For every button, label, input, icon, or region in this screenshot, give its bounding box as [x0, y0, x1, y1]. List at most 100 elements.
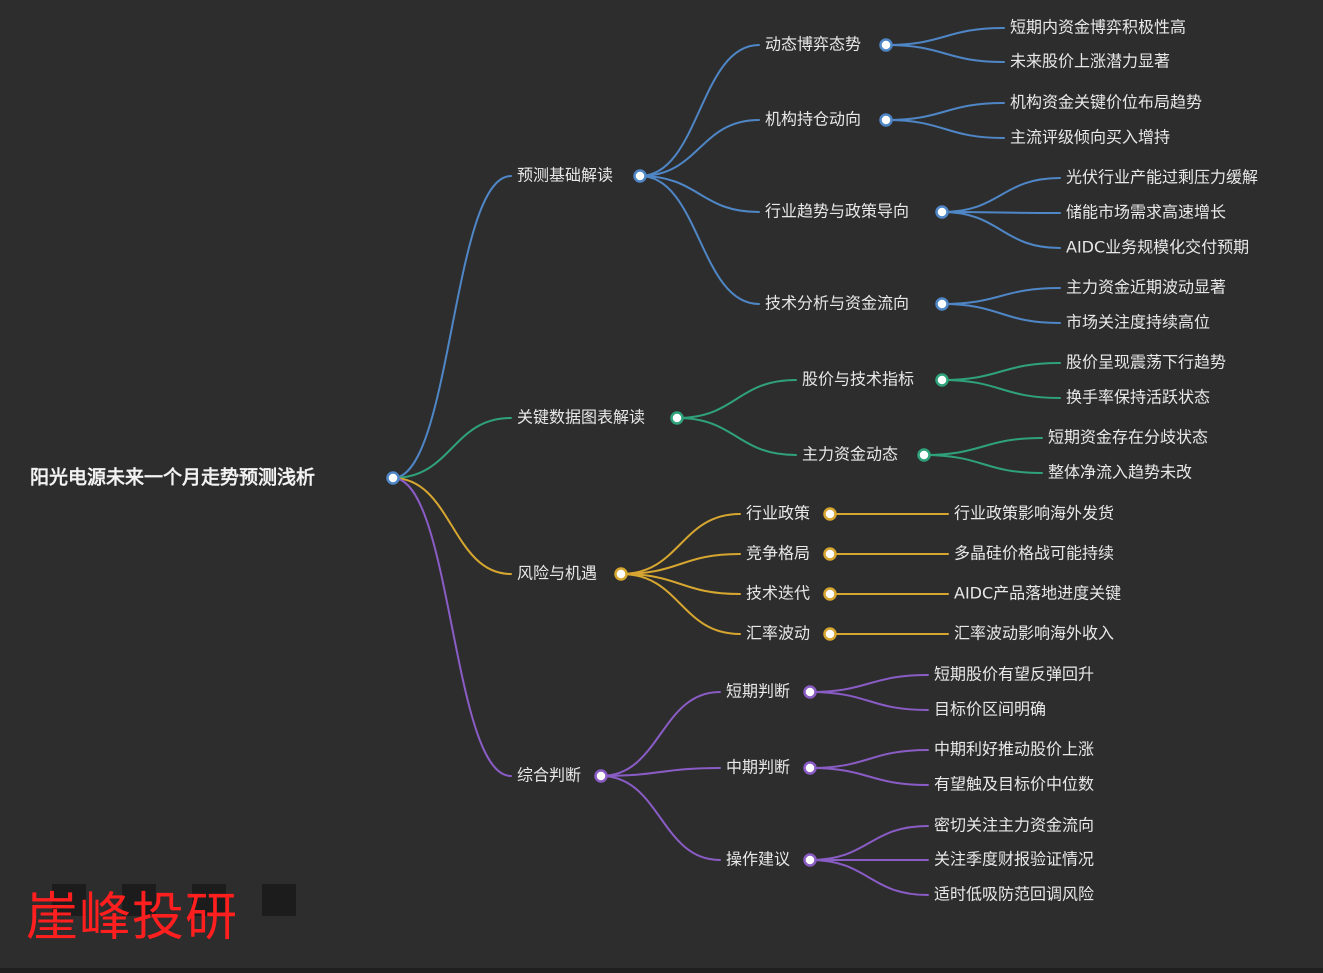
redaction-block: [192, 884, 226, 916]
branch-link: [676, 379, 797, 419]
branch-link: [600, 691, 721, 777]
subtopic-node-dot: [823, 507, 837, 521]
branch-link: [600, 775, 721, 861]
leaf-link: [885, 27, 1005, 46]
leaf-node-label: 主力资金近期波动显著: [1066, 278, 1226, 297]
branch-node-dot: [614, 567, 628, 581]
subtopic-node-dot: [823, 547, 837, 561]
leaf-node-label: 中期利好推动股价上涨: [934, 740, 1094, 759]
root-branch-link: [392, 175, 512, 479]
subtopic-node-dot: [803, 761, 817, 775]
branch-node-label: 关键数据图表解读: [517, 408, 645, 427]
leaf-node-label: 机构资金关键价位布局趋势: [1010, 93, 1202, 112]
leaf-link: [809, 767, 929, 786]
leaf-link: [941, 362, 1061, 381]
leaf-node-label: 储能市场需求高速增长: [1066, 203, 1226, 222]
root-node-label: 阳光电源未来一个月走势预测浅析: [30, 466, 315, 489]
branch-link: [676, 417, 797, 456]
subtopic-node-dot: [879, 113, 893, 127]
redaction-block: [262, 884, 296, 916]
leaf-node-label: 未来股价上涨潜力显著: [1010, 52, 1170, 71]
branch-node-label: 综合判断: [517, 766, 581, 785]
leaf-node-label: 整体净流入趋势未改: [1048, 463, 1192, 482]
leaf-link: [809, 749, 929, 769]
redaction-block: [122, 884, 156, 916]
subtopic-node-dot: [935, 205, 949, 219]
branch-node-label: 风险与机遇: [517, 564, 597, 583]
leaf-node-label: 短期内资金博弈积极性高: [1010, 18, 1186, 37]
leaf-node-label: 目标价区间明确: [934, 700, 1046, 719]
branch-node-dot: [594, 769, 608, 783]
leaf-node-label: 多晶硅价格战可能持续: [954, 544, 1114, 563]
leaf-node-label: 光伏行业产能过剩压力缓解: [1066, 168, 1258, 187]
leaf-link: [941, 287, 1061, 305]
leaf-node-label: 适时低吸防范回调风险: [934, 885, 1094, 904]
leaf-link: [923, 437, 1043, 456]
subtopic-node-label: 主力资金动态: [802, 445, 898, 464]
subtopic-node-label: 行业趋势与政策导向: [765, 202, 909, 221]
leaf-node-label: 汇率波动影响海外收入: [954, 624, 1114, 643]
subtopic-node-dot: [823, 587, 837, 601]
subtopic-node-label: 股价与技术指标: [802, 370, 914, 389]
subtopic-node-dot: [935, 297, 949, 311]
leaf-link: [809, 825, 929, 861]
watermark-logo: 崖峰投研: [26, 888, 239, 948]
subtopic-node-label: 中期判断: [726, 758, 790, 777]
subtopic-node-label: 汇率波动: [746, 624, 810, 643]
subtopic-node-dot: [823, 627, 837, 641]
leaf-node-label: 密切关注主力资金流向: [934, 816, 1094, 835]
leaf-link: [885, 119, 1005, 139]
subtopic-node-dot: [803, 685, 817, 699]
branch-link: [620, 513, 741, 575]
branch-node-dot: [633, 169, 647, 183]
branch-link: [620, 573, 741, 635]
leaf-link: [941, 177, 1061, 213]
branch-link: [620, 573, 741, 595]
leaf-link: [885, 102, 1005, 121]
subtopic-node-label: 操作建议: [726, 850, 790, 869]
root-branch-link: [392, 477, 512, 777]
subtopic-node-label: 技术迭代: [746, 584, 810, 603]
leaf-link: [941, 379, 1061, 399]
leaf-link: [885, 44, 1005, 63]
leaf-node-label: AIDC产品落地进度关键: [954, 584, 1121, 603]
subtopic-node-dot: [879, 38, 893, 52]
subtopic-node-label: 动态博弈态势: [765, 35, 861, 54]
branch-link: [639, 119, 760, 177]
subtopic-node-dot: [935, 373, 949, 387]
subtopic-node-label: 行业政策: [746, 504, 810, 523]
bottom-bar: [0, 968, 1323, 973]
subtopic-node-label: 技术分析与资金流向: [765, 294, 909, 313]
subtopic-node-label: 机构持仓动向: [765, 110, 861, 129]
leaf-node-label: 主流评级倾向买入增持: [1010, 128, 1170, 147]
redaction-block: [52, 884, 86, 916]
leaf-node-label: 行业政策影响海外发货: [954, 504, 1114, 523]
leaf-node-label: 关注季度财报验证情况: [934, 850, 1094, 869]
leaf-link: [809, 691, 929, 711]
root-node-dot: [386, 471, 400, 485]
leaf-link: [941, 211, 1061, 214]
branch-link: [620, 553, 741, 575]
branch-link: [639, 44, 760, 177]
leaf-link: [941, 211, 1061, 249]
branch-link: [639, 175, 760, 213]
root-branch-link: [392, 417, 512, 479]
leaf-link: [809, 674, 929, 693]
leaf-node-label: 有望触及目标价中位数: [934, 775, 1094, 794]
branch-node-dot: [670, 411, 684, 425]
subtopic-node-label: 短期判断: [726, 682, 790, 701]
root-branch-link: [392, 477, 512, 575]
leaf-node-label: 股价呈现震荡下行趋势: [1066, 353, 1226, 372]
branch-link: [639, 175, 760, 305]
leaf-node-label: 短期股价有望反弹回升: [934, 665, 1094, 684]
branch-node-label: 预测基础解读: [517, 166, 613, 185]
leaf-link: [809, 859, 929, 896]
subtopic-node-label: 竞争格局: [746, 544, 810, 563]
subtopic-node-dot: [803, 853, 817, 867]
subtopic-node-dot: [917, 448, 931, 462]
leaf-node-label: 换手率保持活跃状态: [1066, 388, 1210, 407]
leaf-link: [923, 454, 1043, 474]
branch-link: [600, 767, 721, 777]
leaf-link: [941, 303, 1061, 324]
